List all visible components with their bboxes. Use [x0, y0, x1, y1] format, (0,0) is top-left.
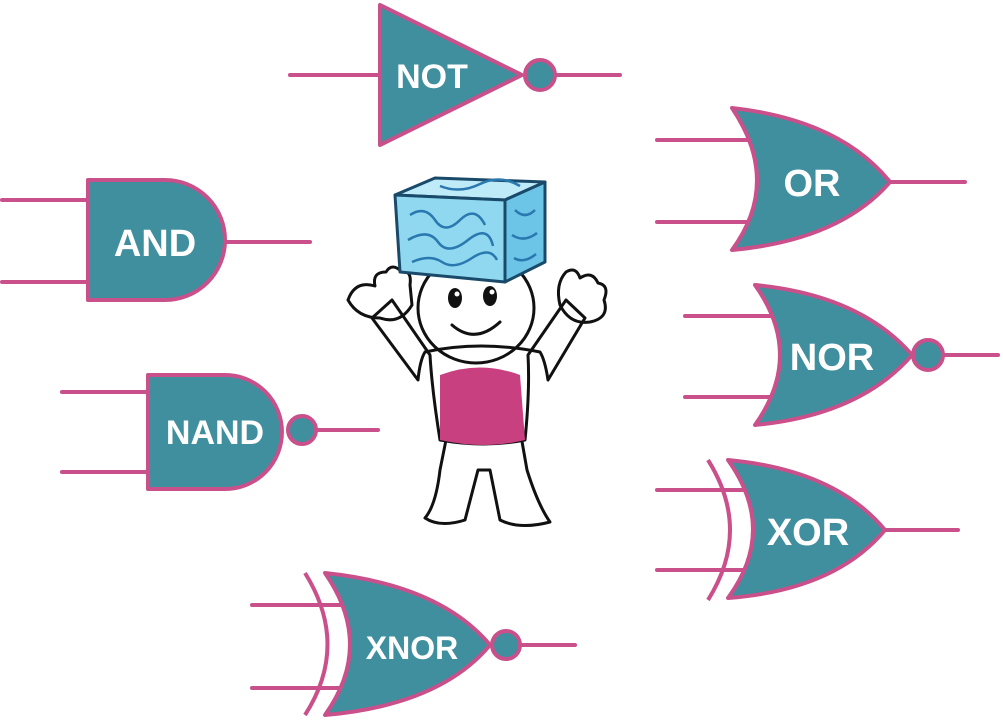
xor-gate: XOR [655, 458, 960, 602]
nor-inverter-bubble [911, 338, 945, 372]
nand-gate: NAND [60, 373, 380, 491]
nand-gate-label: NAND [166, 414, 264, 452]
and-gate-label: AND [114, 223, 196, 265]
not-inverter-bubble [523, 58, 557, 92]
mascot-icon [346, 176, 608, 527]
not-gate: NOT [288, 3, 622, 147]
brain-cube-icon [393, 176, 547, 284]
not-gate-label: NOT [396, 58, 468, 96]
xor-gate-label: XOR [767, 512, 849, 554]
nand-inverter-bubble [286, 414, 318, 446]
nor-gate: NOR [683, 283, 1000, 427]
xnor-gate: XNOR [250, 571, 577, 717]
xnor-gate-label: XNOR [366, 630, 458, 666]
nor-gate-label: NOR [790, 337, 874, 379]
and-gate: AND [0, 178, 312, 302]
or-gate: OR [655, 106, 967, 252]
or-gate-label: OR [784, 163, 841, 205]
xnor-inverter-bubble [490, 629, 522, 661]
